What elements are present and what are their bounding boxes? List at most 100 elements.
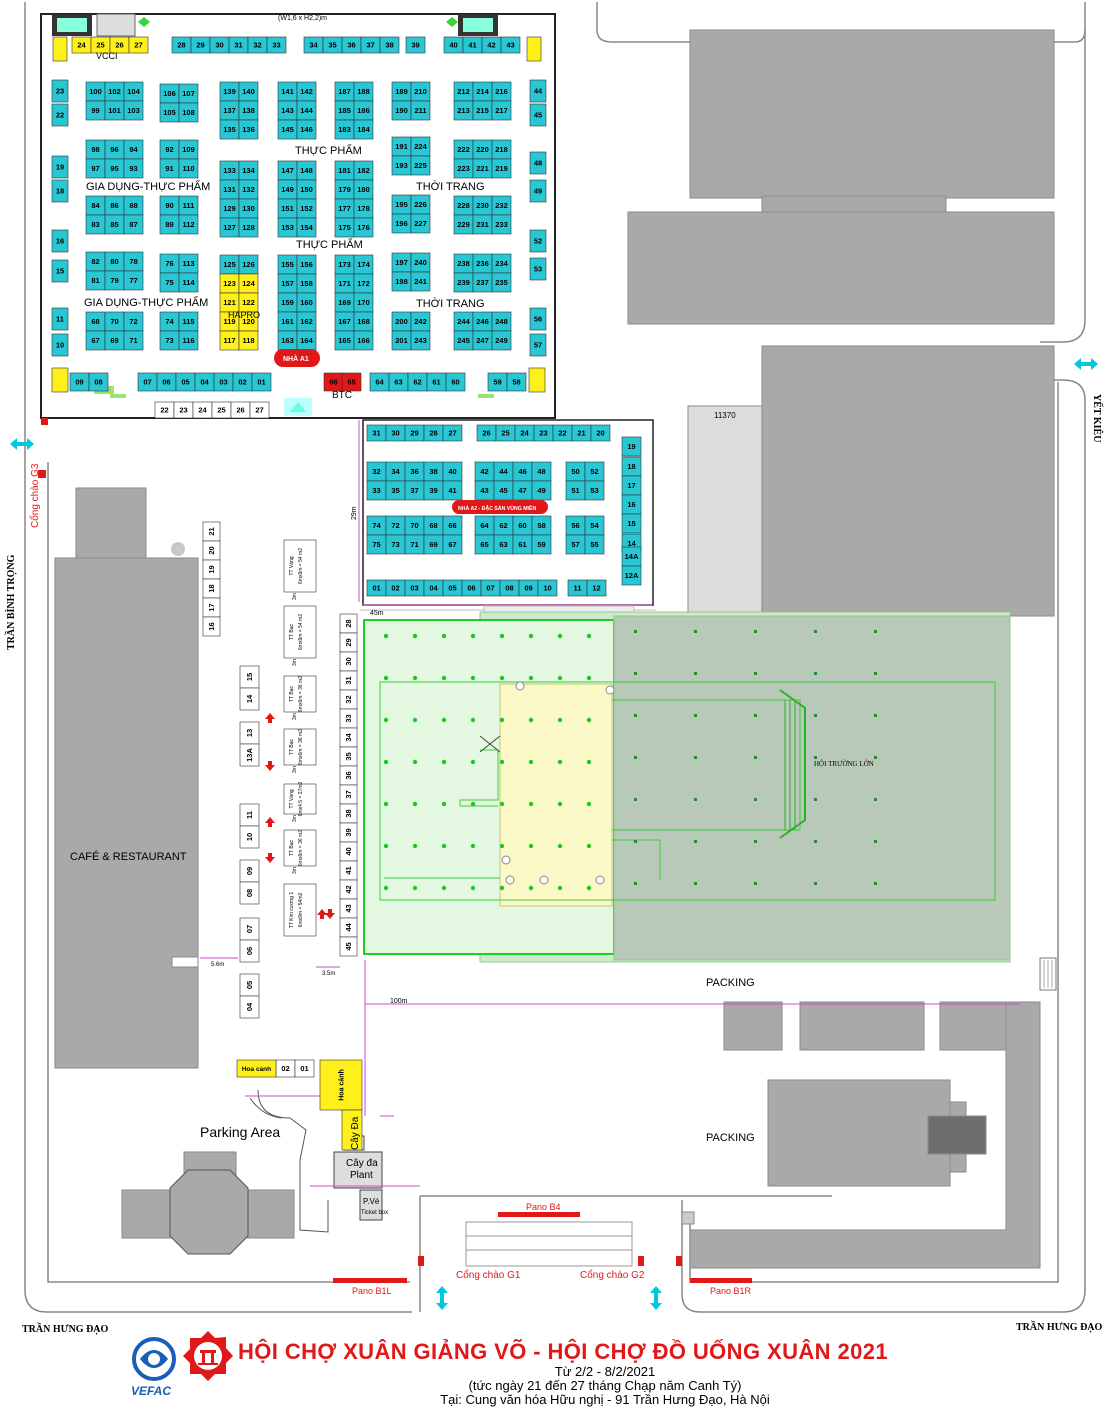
booth-number: 68 (429, 521, 437, 530)
booth: 144 (296, 100, 317, 121)
booth-number: 153 (281, 223, 294, 232)
booth-number: 43 (480, 486, 488, 495)
booth: 17 (202, 597, 221, 618)
booth: 26 (476, 424, 497, 442)
booth: 82 (85, 251, 106, 272)
booth-number: 176 (357, 223, 370, 232)
booth: 68 (423, 515, 444, 536)
booth-number: 167 (338, 317, 351, 326)
booth: 56 (529, 307, 547, 331)
booth: 182 (353, 160, 374, 181)
booth-number: 26 (115, 41, 123, 50)
booth-number: 125 (223, 260, 236, 269)
booth: 127 (219, 217, 240, 238)
booth-number: 89 (165, 220, 173, 229)
booth-number: 224 (414, 142, 427, 151)
booth: 171 (334, 273, 355, 294)
booth: 58 (506, 372, 527, 392)
booth: 19 (202, 559, 221, 580)
booth: 132 (238, 179, 259, 200)
booth-number: 06 (162, 378, 170, 387)
gap-label: 3m (292, 713, 298, 720)
booth-number: 42 (487, 41, 495, 50)
pillar (634, 630, 637, 633)
booth: 02 (275, 1059, 296, 1078)
pillar (528, 675, 534, 681)
pillar (814, 672, 817, 675)
booth: 125 (219, 254, 240, 275)
booth: 163 (277, 330, 298, 351)
pillar (586, 843, 592, 849)
pillar (412, 759, 418, 765)
booth-number: 32 (253, 41, 261, 50)
booth-number: 136 (242, 125, 255, 134)
pillar (470, 633, 476, 639)
booth: 47 (512, 480, 533, 501)
booth-number: 20 (207, 546, 216, 554)
booth-number: 57 (571, 540, 579, 549)
booth: 59 (531, 534, 552, 555)
booth: 210 (410, 81, 431, 102)
booth-number: 35 (328, 41, 336, 50)
booth-number: 170 (357, 298, 370, 307)
booth-number: 68 (91, 317, 99, 326)
tent-label: TT Bạc (289, 839, 295, 856)
booth: 66 (323, 372, 344, 392)
booth: 215 (472, 100, 493, 121)
booth-number: 113 (182, 259, 194, 268)
booth-number: 30 (391, 429, 399, 438)
labels: (W1,6 x H2,2)m THỰC PHẨM GIA DỤNG-THỰC P… (4, 15, 1104, 1335)
booth-number: 59 (493, 378, 501, 387)
booth: 13 (239, 721, 260, 745)
booth-number: 114 (182, 278, 195, 287)
pillar (754, 672, 757, 675)
booth-number: 171 (338, 279, 351, 288)
hall-a1-badge: NHÀ A1 (283, 354, 309, 363)
booth-number: 104 (127, 87, 140, 96)
booth (528, 367, 546, 393)
booth: 35 (385, 480, 406, 501)
booth: 41 (339, 860, 358, 881)
pillar (754, 840, 757, 843)
booth: 166 (353, 330, 374, 351)
booth: 16 (202, 616, 221, 637)
booth: 128 (238, 217, 259, 238)
booth: 101 (104, 100, 125, 121)
booth-number: 27 (448, 429, 456, 438)
booth-number: 65 (480, 540, 488, 549)
pillar (412, 885, 418, 891)
pillar (383, 675, 389, 681)
booth-number: 163 (281, 336, 294, 345)
booth: 62 (407, 372, 428, 392)
booth: Hoa cảnh (319, 1059, 363, 1111)
booth-number: 34 (391, 467, 400, 476)
booth-number: 216 (495, 87, 508, 96)
booth-number: 25 (217, 406, 225, 415)
booth: 41 (442, 480, 463, 501)
booth: 116 (178, 330, 199, 351)
booth-number: 22 (558, 429, 566, 438)
booth-number: 102 (108, 87, 121, 96)
booth-number: 22 (160, 406, 168, 415)
booth-number: 83 (91, 220, 99, 229)
booth: 39 (423, 480, 444, 501)
booth (526, 36, 542, 62)
booth: 225 (410, 155, 431, 176)
booth: 45 (529, 103, 547, 127)
booth: 28 (171, 36, 192, 54)
booth: 162 (296, 311, 317, 332)
booth: 14 (239, 687, 260, 711)
dimension-lines (200, 420, 1020, 1187)
booth-number: 212 (457, 87, 470, 96)
booth: 30 (385, 424, 406, 442)
booth-number: 57 (534, 341, 542, 350)
pillar (586, 717, 592, 723)
booth-number: 74 (372, 521, 381, 530)
booth: 10 (239, 825, 260, 849)
gap-label: 3m (292, 766, 298, 773)
booth-number: 71 (410, 540, 418, 549)
dim-11370: 11370 (714, 411, 736, 420)
booth: 38 (339, 803, 358, 824)
pillar (441, 885, 447, 891)
pillar (499, 633, 505, 639)
